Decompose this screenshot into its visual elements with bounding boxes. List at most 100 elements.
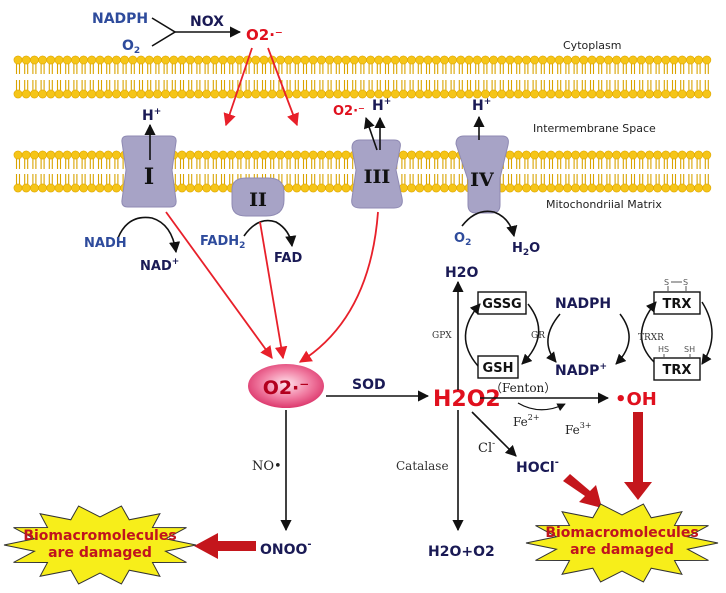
lipid-head [30, 55, 39, 65]
lipid-head [448, 150, 457, 160]
lipid-head [71, 150, 80, 160]
complex-iii-label: III [364, 166, 391, 188]
lipid-head [13, 150, 23, 160]
complex-ii-ros-arrow [259, 221, 288, 360]
lipid-head [284, 55, 293, 65]
lipid-head [112, 183, 121, 193]
nadh-conversion-arrow [117, 216, 181, 254]
lipid-head [87, 183, 97, 193]
lipid-head [308, 150, 318, 160]
proton-label-i: H+ [142, 107, 161, 124]
o2-reduction-arrow [461, 210, 518, 238]
lipid-head [604, 183, 613, 193]
lipid-head [587, 55, 597, 65]
nox-nadph-label: NADPH [92, 11, 148, 27]
lipid-head [103, 89, 113, 99]
lipid-head [456, 55, 466, 65]
lipid-head [38, 55, 47, 65]
lipid-head [677, 183, 687, 193]
lipid-head [645, 89, 654, 99]
lipid-head [177, 55, 187, 65]
lipid-head [71, 55, 80, 65]
lipid-head [653, 89, 662, 99]
lipid-head [579, 183, 589, 193]
lipid-head [54, 89, 64, 99]
lipid-head [357, 55, 367, 65]
lipid-head [30, 150, 39, 160]
lipid-head [571, 55, 580, 65]
lipid-head [513, 55, 523, 65]
lipid-head [554, 89, 564, 99]
lipid-head [538, 150, 548, 160]
redox-nadph-label: NADPH [555, 296, 611, 312]
lipid-head [407, 55, 416, 65]
outer-membrane [13, 55, 712, 99]
lipid-head [382, 55, 392, 65]
lipid-head [563, 183, 572, 193]
lipid-head [661, 150, 671, 160]
lipid-head [398, 150, 408, 160]
catalase-label: Catalase [396, 459, 449, 473]
lipid-head [136, 55, 146, 65]
superoxide-arrow-iii [363, 116, 378, 151]
lipid-head [38, 150, 47, 160]
lipid-head [398, 89, 408, 99]
trx-s-left: S [664, 278, 669, 287]
lipid-head [54, 183, 64, 193]
lipid-head [185, 183, 195, 193]
trx-oxidized-label: TRX [663, 297, 692, 312]
complex-iii-superoxide: O2·⁻ [333, 104, 365, 119]
lipid-head [456, 89, 466, 99]
nadph-trxr-arc [615, 313, 630, 365]
lipid-head [152, 55, 162, 65]
lipid-head [472, 89, 482, 99]
lipid-head [415, 150, 425, 160]
lipid-head [144, 89, 154, 99]
lipid-head [612, 150, 621, 160]
lipid-head [87, 150, 97, 160]
lipid-head [530, 183, 539, 193]
lipid-head [431, 55, 441, 65]
nadph-gr-arc [545, 313, 561, 363]
lipid-head [694, 55, 703, 65]
lipid-head [357, 89, 367, 99]
lipid-head [366, 55, 375, 65]
lipid-head [702, 150, 712, 160]
water-oxygen-label: H2O+O2 [428, 544, 495, 560]
complex-ii-label: II [249, 189, 267, 211]
lipid-head [456, 183, 466, 193]
lipid-head [636, 89, 646, 99]
lipid-head [46, 55, 56, 65]
central-superoxide-label: O2·⁻ [263, 377, 310, 399]
lipid-head [308, 183, 318, 193]
matrix-label: Mitochondriial Matrix [546, 198, 662, 211]
lipid-head [95, 183, 105, 193]
gssg-label: GSSG [482, 297, 521, 312]
lipid-head [694, 183, 703, 193]
lipid-head [193, 183, 203, 193]
lipid-head [546, 150, 556, 160]
lipid-head [620, 55, 630, 65]
lipid-head [79, 55, 88, 65]
lipid-head [563, 55, 572, 65]
lipid-head [95, 150, 105, 160]
lipid-head [415, 89, 425, 99]
lipid-head [423, 183, 433, 193]
lipid-head [54, 55, 64, 65]
lipid-head [480, 55, 490, 65]
lipid-head [30, 89, 39, 99]
lipid-head [152, 89, 162, 99]
lipid-head [505, 55, 515, 65]
lipid-head [325, 183, 334, 193]
lipid-head [300, 183, 310, 193]
lipid-head [677, 150, 687, 160]
lipid-head [595, 55, 605, 65]
lipid-head [448, 183, 457, 193]
lipid-head [653, 55, 662, 65]
lipid-head [587, 183, 597, 193]
lipid-head [79, 183, 88, 193]
lipid-head [316, 89, 326, 99]
lipid-head [46, 183, 56, 193]
lipid-head [210, 89, 220, 99]
